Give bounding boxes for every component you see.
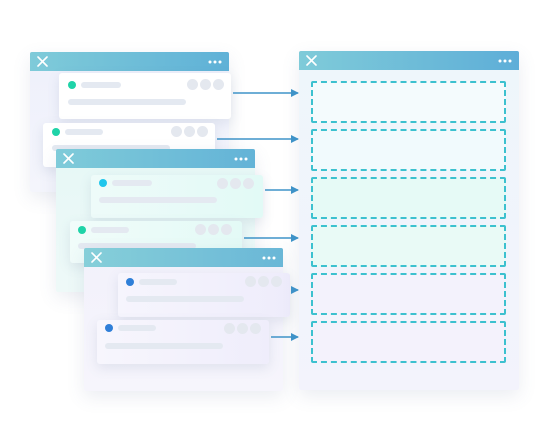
more-icon[interactable] xyxy=(208,60,222,64)
window-titlebar xyxy=(30,52,229,71)
list-item-card[interactable] xyxy=(91,175,263,218)
action-circle xyxy=(217,178,228,189)
title-placeholder xyxy=(139,279,177,285)
text-placeholder xyxy=(52,145,170,151)
list-item-card[interactable] xyxy=(97,320,269,364)
action-circle xyxy=(243,178,254,189)
window-titlebar xyxy=(56,149,255,168)
action-circle xyxy=(195,224,206,235)
action-circle xyxy=(200,79,211,90)
list-item-card[interactable] xyxy=(59,73,231,119)
text-placeholder xyxy=(99,197,217,203)
status-dot xyxy=(105,324,113,332)
action-circle xyxy=(197,126,208,137)
status-dot xyxy=(99,179,107,187)
action-circle xyxy=(245,276,256,287)
drop-slot-2[interactable] xyxy=(311,129,506,171)
more-icon[interactable] xyxy=(262,256,276,260)
title-placeholder xyxy=(91,227,129,233)
close-icon[interactable] xyxy=(306,55,317,66)
action-circle xyxy=(221,224,232,235)
action-circle xyxy=(224,323,235,334)
close-icon[interactable] xyxy=(63,153,74,164)
window-titlebar xyxy=(84,248,283,267)
drop-slot-5[interactable] xyxy=(311,273,506,315)
action-circle xyxy=(213,79,224,90)
action-circle xyxy=(250,323,261,334)
drop-slot-6[interactable] xyxy=(311,321,506,363)
title-placeholder xyxy=(81,82,121,88)
title-placeholder xyxy=(118,325,156,331)
close-icon[interactable] xyxy=(37,56,48,67)
drop-slot-1[interactable] xyxy=(311,81,506,123)
action-circle xyxy=(187,79,198,90)
list-item-card[interactable] xyxy=(118,273,290,317)
action-circle xyxy=(237,323,248,334)
more-icon[interactable] xyxy=(234,157,248,161)
title-placeholder xyxy=(65,129,103,135)
action-circle xyxy=(184,126,195,137)
more-icon[interactable] xyxy=(498,59,512,63)
drop-slot-3[interactable] xyxy=(311,177,506,219)
text-placeholder xyxy=(126,296,244,302)
source-window-3 xyxy=(84,248,283,391)
action-circle xyxy=(208,224,219,235)
text-placeholder xyxy=(68,99,186,105)
drop-slot-4[interactable] xyxy=(311,225,506,267)
window-titlebar xyxy=(299,51,519,70)
action-circle xyxy=(171,126,182,137)
action-circle xyxy=(271,276,282,287)
close-icon[interactable] xyxy=(91,252,102,263)
title-placeholder xyxy=(112,180,152,186)
action-circle xyxy=(230,178,241,189)
status-dot xyxy=(78,226,86,234)
action-circle xyxy=(258,276,269,287)
text-placeholder xyxy=(105,343,223,349)
status-dot xyxy=(68,81,76,89)
status-dot xyxy=(52,128,60,136)
status-dot xyxy=(126,278,134,286)
text-placeholder xyxy=(78,243,196,249)
